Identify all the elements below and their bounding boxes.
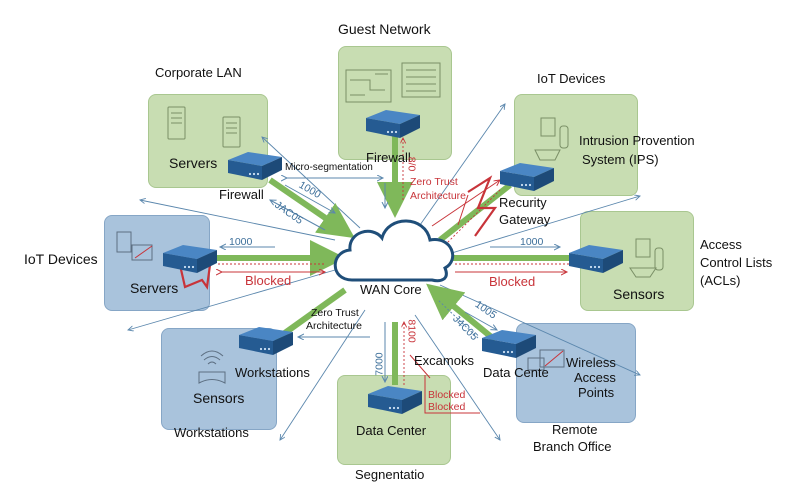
- lightning-bolt-icon: [467, 175, 498, 237]
- zone-title-iot-top: IoT Devices: [537, 71, 606, 86]
- cloud-icon: [333, 219, 455, 283]
- flow-arrow-corp: [284, 184, 335, 213]
- flow-arrow-branch: [464, 311, 497, 330]
- blocked-arrow-gateway: [431, 180, 500, 227]
- zero-trust-top-line2: Architecture: [410, 190, 467, 202]
- flow-arrow-corp-2: [270, 200, 326, 231]
- excamoks-label: Excamoks: [414, 353, 474, 368]
- acl-title-line1: Access: [700, 237, 742, 252]
- right-1000-label: 1000: [520, 236, 544, 248]
- acl-title-line2: Control Lists: [700, 255, 773, 270]
- branch-title-line1: Remote: [552, 422, 598, 437]
- dc-blocked-label-2: Blocked: [428, 401, 466, 413]
- zone-title-workstations: Workstations: [174, 425, 249, 440]
- zero-trust-top-line1: Zero Trust: [410, 176, 458, 188]
- blocked-arrow-dc: [409, 354, 431, 379]
- flow-line: [439, 284, 640, 375]
- wap-label-line2: Access: [574, 370, 616, 385]
- zone-title-data-center: Segnentatio: [355, 467, 425, 482]
- workstations-device-label: Workstations: [235, 365, 310, 380]
- allowed-link-iot-top: [438, 182, 512, 243]
- corporate-servers-label: Servers: [169, 155, 218, 171]
- dc-7000-label: 7000: [373, 352, 386, 376]
- zone-title-corporate-lan: Corporate LAN: [155, 65, 242, 80]
- workstations-sensors-label: Sensors: [193, 390, 245, 406]
- right-blocked-label: Blocked: [489, 274, 536, 289]
- guest-code-label: 8/0: [405, 156, 418, 172]
- zone-title-guest-network: Guest Network: [338, 21, 431, 37]
- wap-label-line3: Points: [578, 385, 615, 400]
- iot-left-servers-label: Servers: [130, 280, 179, 296]
- flow-line: [280, 309, 366, 440]
- data-center-label: Data Center: [356, 423, 427, 438]
- flow-arrow-branch-2: [437, 299, 479, 339]
- micro-segmentation-label: Micro-segmentation: [285, 162, 373, 173]
- wan-core-label: WAN Core: [360, 282, 422, 297]
- flow-line: [444, 196, 640, 256]
- ips-label-line2: System (IPS): [582, 152, 659, 167]
- dc-8100-label: 8100: [405, 319, 418, 343]
- acl-sensors-label: Sensors: [613, 286, 665, 302]
- blocked-arrow-gateway-2: [457, 194, 469, 226]
- branch-device-label: Data Cente: [483, 365, 549, 380]
- wap-label-line1: Wireless: [566, 355, 616, 370]
- left-1000-label: 1000: [229, 236, 253, 248]
- acl-title-line3: (ACLs): [700, 273, 741, 288]
- zero-trust-bottom-line1: Zero Trust: [311, 307, 359, 319]
- flow-line: [140, 200, 336, 241]
- dc-blocked-label-1: Blocked: [428, 389, 466, 401]
- lightning-bolt-icon: [178, 264, 212, 290]
- blocked-dashed: [444, 189, 501, 246]
- flow-line: [414, 314, 500, 440]
- branch-title-line2: Branch Office: [533, 439, 612, 454]
- corporate-firewall-label: Firewall: [219, 187, 264, 202]
- left-blocked-label: Blocked: [245, 273, 292, 288]
- ips-label-line1: Intrusion Provention: [579, 133, 695, 148]
- zone-remote-branch: [516, 323, 636, 423]
- allowed-link-corporate: [268, 177, 355, 239]
- zone-title-iot-left: IoT Devices: [24, 251, 98, 267]
- gateway-label-line2: Gateway: [499, 212, 551, 227]
- flow-line: [419, 104, 505, 226]
- zero-trust-bottom-line2: Architecture: [306, 320, 363, 332]
- flow-line: [128, 269, 336, 330]
- blocked-bracket: [424, 375, 480, 414]
- gateway-label-line1: Recurity: [499, 195, 547, 210]
- guest-firewall-label: Firewall: [366, 150, 411, 165]
